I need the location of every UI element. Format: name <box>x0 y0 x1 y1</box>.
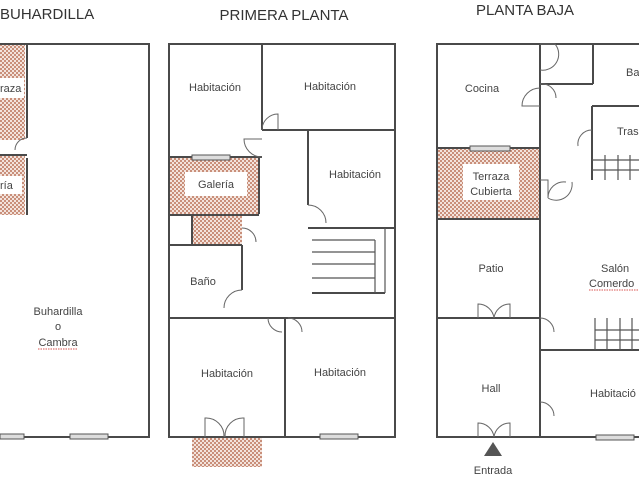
room-living-1: Salón <box>601 263 629 275</box>
room-bedroom-bottom-left: Habitación <box>201 368 253 380</box>
attic-main-label-1: Buhardilla <box>34 306 84 318</box>
entrance-arrow-icon <box>484 442 502 456</box>
room-bathroom: Baño <box>190 276 216 288</box>
attic-main-label-2: o <box>55 321 61 333</box>
room-terrace-1: Terraza <box>473 171 511 183</box>
room-bedroom-top-left: Habitación <box>189 82 241 94</box>
attic-title: BUHARDILLA <box>0 6 94 23</box>
room-terrace-2: Cubierta <box>470 186 512 198</box>
entrance-label: Entrada <box>474 465 513 477</box>
balcony-area <box>192 437 262 467</box>
ground-floor-plan: PLANTA BAJA Entrada Coci <box>436 2 639 477</box>
attic-gallery-label: ría <box>0 180 14 192</box>
attic-plan: BUHARDILLA raza ría Buhardilla o Cambra <box>0 6 150 440</box>
room-bedroom-bottom-right: Habitación <box>314 367 366 379</box>
room-kitchen: Cocina <box>465 83 500 95</box>
first-floor-title: PRIMERA PLANTA <box>220 7 349 24</box>
room-hall: Hall <box>482 383 501 395</box>
room-ground-bedroom: Habitació <box>590 388 636 400</box>
first-floor-plan: PRIMERA PLANTA Habitación <box>168 7 396 467</box>
room-gallery: Galería <box>198 179 235 191</box>
room-living-2: Comerdo <box>589 278 634 290</box>
room-bedroom-right: Habitación <box>329 169 381 181</box>
ground-floor-title: PLANTA BAJA <box>476 2 574 19</box>
room-ground-bathroom: Ba <box>626 67 639 79</box>
room-patio: Patio <box>478 263 503 275</box>
room-bedroom-top-right: Habitación <box>304 81 356 93</box>
staircase <box>312 228 386 293</box>
attic-main-label-3: Cambra <box>38 337 78 349</box>
staircase-top <box>592 155 639 180</box>
attic-terrace-label: raza <box>0 83 22 95</box>
staircase-bottom <box>594 318 639 350</box>
room-storage: Tras <box>617 126 639 138</box>
